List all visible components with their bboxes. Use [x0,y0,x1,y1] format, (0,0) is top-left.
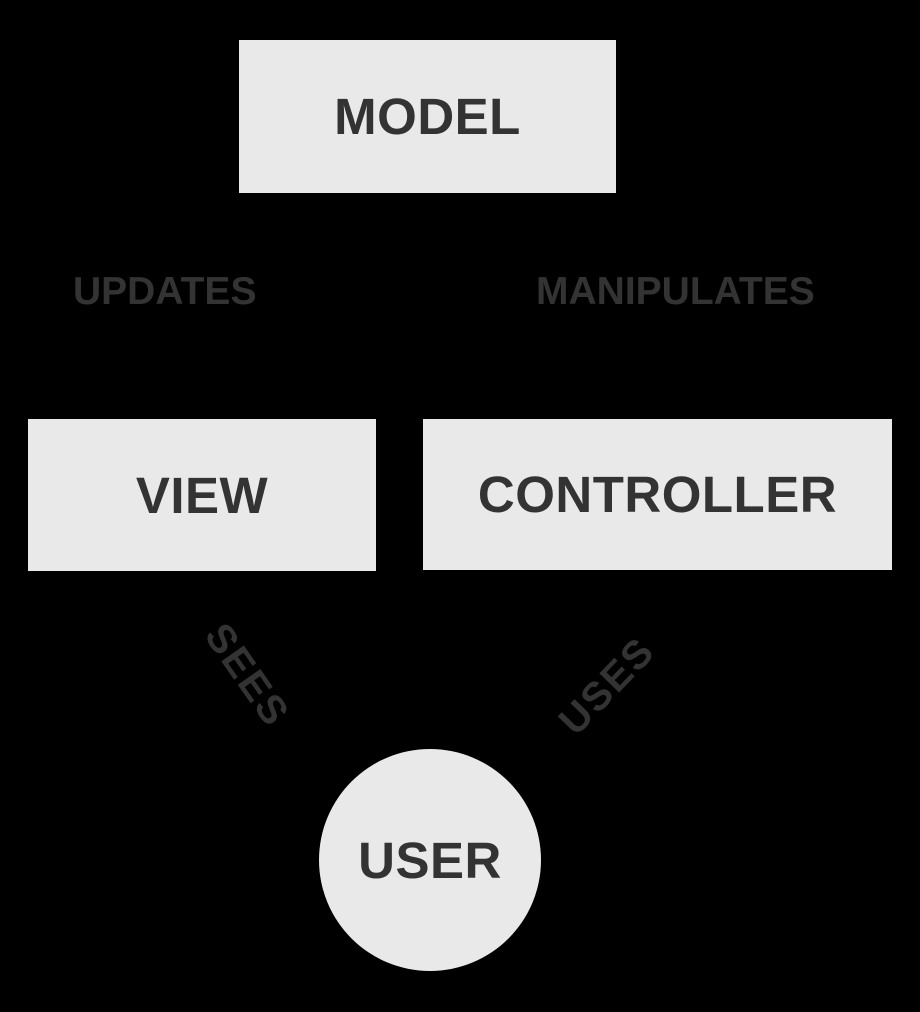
node-user: USER [319,749,541,971]
node-controller-label: CONTROLLER [477,466,838,523]
node-view: VIEW [28,419,376,571]
node-view-label: VIEW [135,466,269,524]
edge-label-sees: SEES [195,615,298,735]
node-user-label: USER [358,831,502,889]
edge-label-uses: USES [550,628,664,744]
node-controller: CONTROLLER [423,419,892,570]
edge-label-manipulates: MANIPULATES [536,270,815,313]
edge-label-updates: UPDATES [73,270,257,313]
node-model: MODEL [239,40,616,193]
node-model-label: MODEL [334,88,521,145]
